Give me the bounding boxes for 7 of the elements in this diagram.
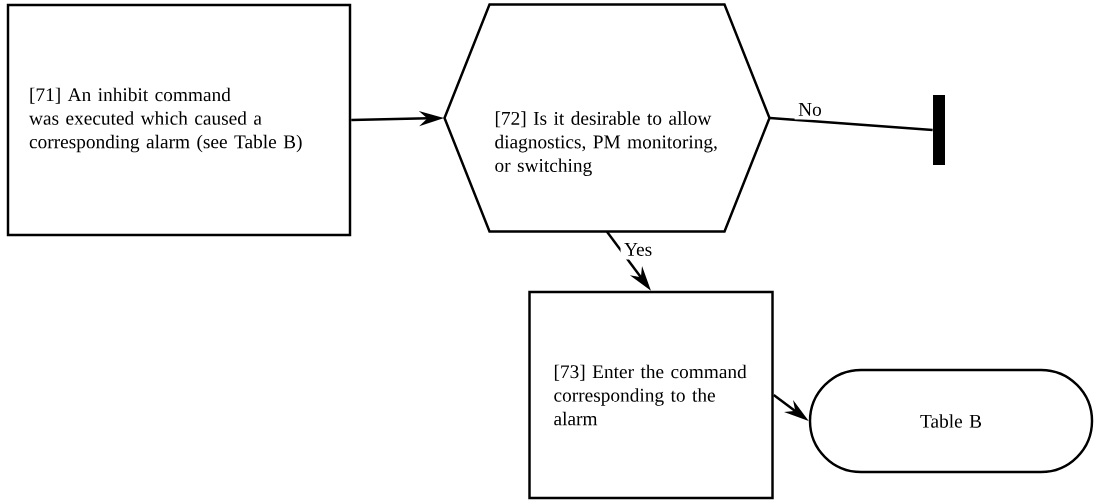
decision-hexagon: [72] Is it desirable to allow diagnostics, PM monitoring, or switching: [443, 3, 771, 233]
process-box: [71] An inhibit command was executed which caused a corresponding alarm (see Table B): [6, 3, 352, 237]
terminal-box: Table B: [808, 368, 1094, 474]
end-bar: [933, 95, 945, 165]
process-box: [73] Enter the command corresponding to the alarm: [528, 290, 774, 500]
edge-label: No: [794, 99, 826, 120]
edge-label: Yes: [620, 239, 656, 260]
